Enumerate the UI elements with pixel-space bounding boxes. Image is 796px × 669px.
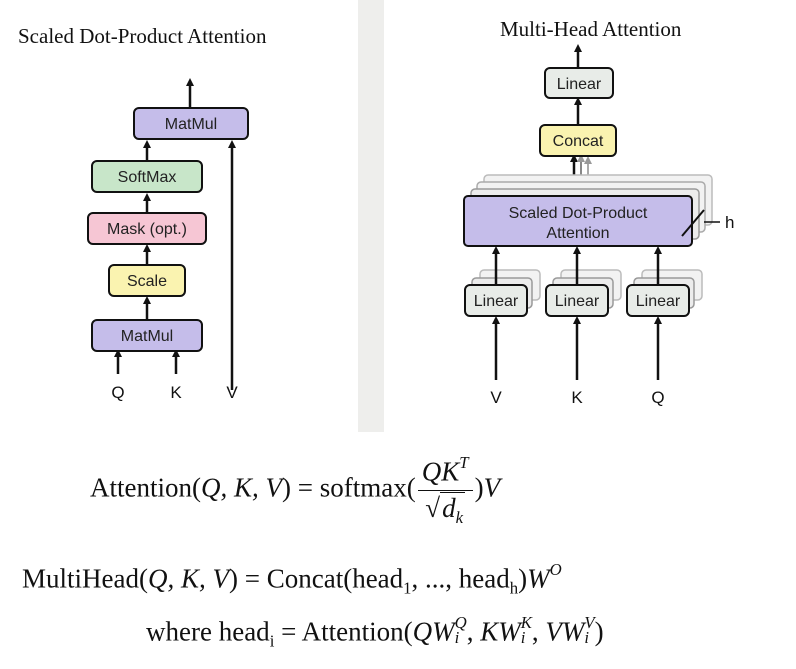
- where-formula-equals: =: [281, 616, 297, 647]
- linear-v-block: Linear: [464, 284, 528, 317]
- multihead-formula-args: Q, K, V: [147, 563, 229, 594]
- multihead-formula-ellipsis: ...: [425, 563, 446, 594]
- multihead-formula-head-first-sub: 1: [403, 578, 412, 598]
- linear-q-block: Linear: [626, 284, 690, 317]
- multihead-formula-lhs: MultiHead: [22, 563, 139, 594]
- input-q: Q: [111, 383, 124, 402]
- input-v: V: [226, 383, 238, 402]
- where-formula-wk: W: [498, 616, 521, 647]
- scaled-attention-title: Scaled Dot-Product Attention: [18, 24, 267, 48]
- softmax-label: SoftMax: [118, 169, 177, 186]
- attention-formula-trailing: V: [483, 472, 501, 503]
- where-formula-q: Q: [412, 616, 433, 647]
- input-q: Q: [651, 388, 664, 407]
- scaled-attention-panel: Scaled Dot-Product Attention MatMul Soft…: [0, 0, 358, 432]
- concat-block: Concat: [539, 124, 617, 157]
- scaled-attention-diagram: Scaled Dot-Product Attention MatMul Soft…: [18, 24, 267, 402]
- attention-formula-equals: =: [297, 472, 313, 503]
- multi-head-diagram: Multi-Head Attention Linear Concat: [463, 17, 734, 407]
- attention-formula-denominator: d: [442, 492, 456, 523]
- input-k: K: [571, 388, 583, 407]
- linear-k-block: Linear: [545, 284, 609, 317]
- attention-formula-denominator-sub: k: [455, 507, 464, 527]
- input-k: K: [170, 383, 182, 402]
- multihead-formula-equals: =: [244, 563, 260, 594]
- where-formula-wk-sub: i: [520, 628, 526, 648]
- where-formula-v: V: [545, 616, 562, 647]
- matmul-bottom-block: MatMul: [91, 319, 203, 352]
- multihead-formula: MultiHead(Q, K, V) = Concat(head1, ..., …: [22, 560, 562, 598]
- mask-block: Mask (opt.): [87, 212, 207, 245]
- heads-slash: [681, 209, 705, 237]
- where-formula-attention: Attention: [301, 616, 404, 647]
- linear-v-label: Linear: [474, 293, 519, 310]
- multihead-formula-w: W: [527, 563, 550, 594]
- attention-formula-fraction: QKT√dk: [417, 453, 473, 527]
- attention-formula: Attention(Q, K, V) = softmax(QKT√dk)V: [90, 453, 501, 527]
- where-formula-wv: W: [561, 616, 585, 647]
- linear-top-block: Linear: [544, 67, 614, 99]
- multihead-formula-head-last: head: [458, 563, 510, 594]
- attention-formula-softmax: softmax: [319, 472, 407, 503]
- softmax-block: SoftMax: [91, 160, 203, 193]
- multi-head-panel: Multi-Head Attention Linear Concat: [384, 0, 796, 432]
- heads-label: h: [725, 213, 734, 232]
- attention-formula-numerator-sup: T: [459, 453, 469, 472]
- matmul-top-label: MatMul: [165, 116, 217, 133]
- scale-block: Scale: [108, 264, 186, 297]
- multihead-formula-w-sup: O: [549, 560, 562, 579]
- attention-label-line2: Attention: [546, 225, 609, 242]
- divider-strip: [358, 0, 384, 432]
- multi-head-title: Multi-Head Attention: [500, 17, 682, 41]
- multihead-formula-head-first: head: [352, 563, 404, 594]
- multihead-formula-concat: Concat: [266, 563, 344, 594]
- linear-k-label: Linear: [555, 293, 600, 310]
- attention-label-line1: Scaled Dot-Product: [509, 205, 648, 222]
- where-formula-wq-sub: i: [454, 628, 460, 648]
- attention-block: Scaled Dot-Product Attention: [463, 195, 693, 247]
- attention-formula-lhs: Attention: [90, 472, 192, 503]
- input-v: V: [490, 388, 502, 407]
- matmul-bottom-label: MatMul: [121, 328, 173, 345]
- where-formula-k: K: [480, 616, 499, 647]
- where-formula-wq: W: [432, 616, 455, 647]
- matmul-top-block: MatMul: [133, 107, 249, 140]
- where-formula-head: head: [218, 616, 270, 647]
- linear-top-label: Linear: [557, 76, 602, 93]
- where-formula-where: where: [146, 616, 212, 647]
- where-formula-wv-sub: i: [584, 628, 590, 648]
- scale-label: Scale: [127, 273, 167, 290]
- where-formula-wv-sup: V: [584, 613, 595, 632]
- attention-formula-numerator: QK: [421, 456, 460, 487]
- where-formula-head-sub: i: [269, 631, 275, 651]
- where-formula-wq-sup: Q: [454, 613, 467, 632]
- mask-label: Mask (opt.): [107, 221, 187, 238]
- concat-label: Concat: [553, 133, 604, 150]
- where-formula-wk-sup: K: [520, 613, 532, 632]
- attention-formula-args: Q, K, V: [201, 472, 282, 503]
- linear-q-label: Linear: [636, 293, 681, 310]
- multihead-formula-head-last-sub: h: [509, 578, 519, 598]
